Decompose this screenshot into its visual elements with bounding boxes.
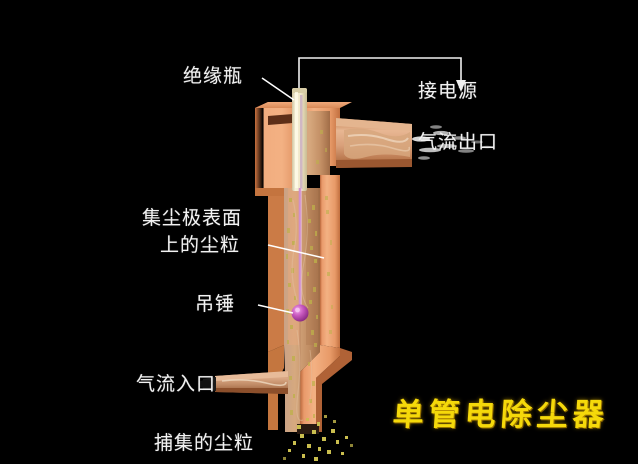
gas-inlet-duct	[198, 371, 288, 394]
label-gas-inlet: 气流入口	[136, 373, 217, 395]
hanging-weight-ball	[291, 304, 309, 322]
insulator-cap	[292, 88, 307, 93]
leader-insulator	[261, 77, 295, 101]
outlet-duct-bottom-edge	[336, 159, 412, 168]
gas-outlet-duct	[336, 118, 412, 168]
tube-interior-highlight	[288, 188, 300, 345]
insulator-highlight	[295, 92, 298, 188]
label-gas-outlet: 气流出口	[418, 131, 499, 153]
inlet-duct-top-edge	[215, 371, 288, 381]
label-insulator: 绝缘瓶	[183, 65, 244, 87]
head-left-front-face	[255, 108, 300, 196]
outlet-duct-top-edge	[336, 118, 412, 131]
tube-left-wall	[268, 196, 284, 352]
label-power-supply: 接电源	[418, 80, 479, 102]
power-supply-wire	[298, 57, 466, 92]
leader-dust-on-collector	[267, 244, 325, 259]
dust-on-collector-surface	[286, 130, 333, 418]
label-hanging-weight: 吊锤	[195, 293, 236, 315]
inlet-gas-puff	[198, 380, 214, 388]
tube-interior-shade	[306, 188, 318, 345]
label-dust-on-collector-line2: 上的尘粒	[160, 234, 241, 256]
outlet-gas-stream	[412, 125, 492, 160]
inlet-duct-highlight	[221, 379, 287, 387]
outlet-duct-highlight-1	[347, 134, 409, 143]
precipitator-shell	[268, 175, 340, 352]
insulator-inner-wire	[300, 95, 303, 189]
outlet-duct-highlight-2	[349, 143, 411, 152]
tube-right-wall	[320, 175, 340, 348]
power-arrow-head	[456, 80, 466, 92]
insulator-bottle	[292, 88, 307, 191]
outlet-duct-interior-texture	[344, 128, 410, 159]
leader-hanging-weight	[257, 304, 294, 314]
figure-title: 单管电除尘器	[391, 397, 611, 433]
hopper-outlet-opening	[297, 424, 319, 434]
insulator-body	[292, 88, 307, 191]
head-interior	[300, 111, 330, 175]
label-dust-on-collector-line1: 集尘极表面	[142, 207, 243, 229]
label-collected-dust: 捕集的尘粒	[154, 432, 255, 454]
collected-dust-particles	[283, 415, 353, 461]
tube-gas-texture	[291, 194, 313, 421]
inlet-duct-bottom-edge	[215, 388, 288, 394]
hanging-weight-specular	[295, 307, 300, 313]
label-leader-lines	[257, 77, 325, 314]
hopper-right-wall	[300, 345, 340, 432]
